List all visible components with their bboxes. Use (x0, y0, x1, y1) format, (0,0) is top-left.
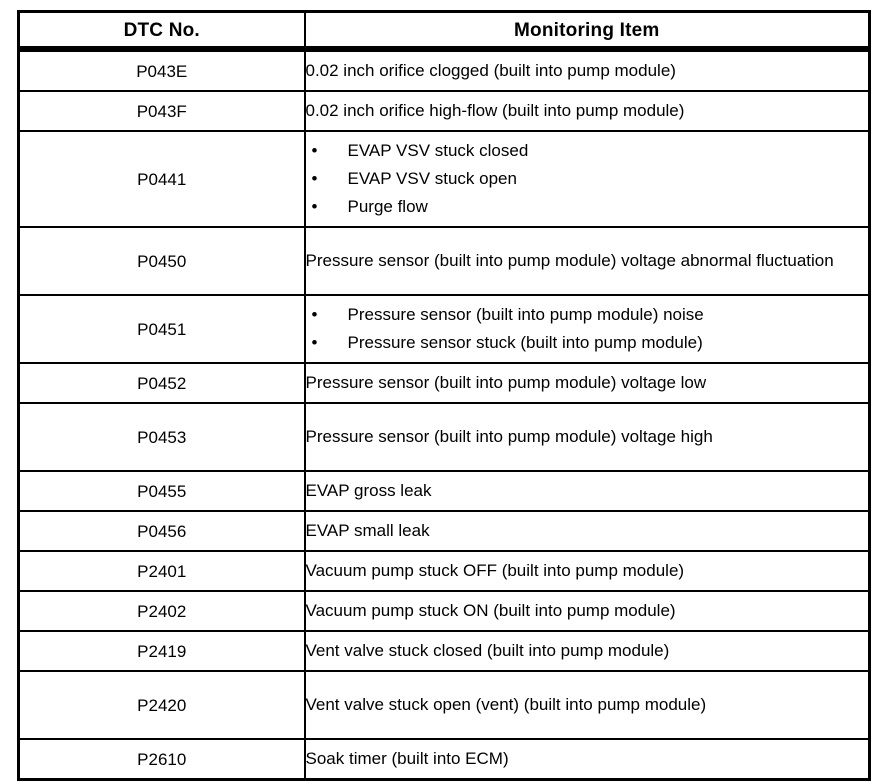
dtc-code: P043F (136, 101, 187, 121)
monitoring-item-text: Pressure sensor (built into pump module)… (305, 373, 707, 392)
cell-monitoring-item: Vacuum pump stuck ON (built into pump mo… (303, 590, 871, 632)
dtc-code: P0450 (137, 251, 187, 271)
dtc-code: P0455 (137, 481, 187, 501)
bullet-dot-icon: • (311, 169, 318, 188)
column-header-monitoring-item-label: Monitoring Item (514, 20, 660, 41)
page-root: DTC No. Monitoring Item P043E 0.02 inch o… (17, 10, 871, 781)
table-row: P0455 EVAP gross leak (17, 470, 871, 512)
table-row: P2419 Vent valve stuck closed (built into… (17, 630, 871, 672)
monitoring-item-bullet: • Pressure sensor stuck (built into pump … (306, 329, 869, 357)
table-row: P0451 • Pressure sensor (built into pump m… (17, 294, 871, 364)
cell-dtc-no: P0441 (17, 130, 306, 228)
table-row: P2401 Vacuum pump stuck OFF (built into p… (17, 550, 871, 592)
dtc-monitoring-table: DTC No. Monitoring Item P043E 0.02 inch o… (17, 10, 871, 781)
cell-monitoring-item: EVAP small leak (303, 510, 871, 552)
monitoring-item-bullet-list: • Pressure sensor (built into pump module… (306, 296, 869, 362)
cell-dtc-no: P0453 (17, 402, 306, 472)
header-row: DTC No. Monitoring Item (17, 10, 871, 52)
table-row: P043F 0.02 inch orifice high-flow (built … (17, 90, 871, 132)
cell-monitoring-item: • Pressure sensor (built into pump module… (303, 294, 871, 364)
cell-monitoring-item: EVAP gross leak (303, 470, 871, 512)
column-header-dtc-no: DTC No. (17, 10, 306, 52)
monitoring-item-text: EVAP small leak (305, 521, 430, 540)
monitoring-item-bullet-text: EVAP VSV stuck open (347, 169, 517, 188)
dtc-code: P2420 (137, 695, 187, 715)
dtc-code: P043E (136, 61, 188, 81)
dtc-code: P0451 (137, 319, 187, 339)
monitoring-item-bullet-text: Purge flow (347, 197, 428, 216)
dtc-code: P0452 (137, 373, 187, 393)
table-row: P0441 • EVAP VSV stuck closed • EVAP VSV stu… (17, 130, 871, 228)
table-row: P043E 0.02 inch orifice clogged (built in… (17, 49, 871, 92)
table-header: DTC No. Monitoring Item (17, 10, 871, 52)
cell-dtc-no: P2402 (17, 590, 306, 632)
monitoring-item-text: Vent valve stuck open (vent) (built into… (305, 695, 707, 714)
cell-dtc-no: P2610 (17, 738, 306, 781)
bullet-dot-icon: • (311, 333, 318, 352)
dtc-code: P2419 (137, 641, 187, 661)
monitoring-item-bullet-list: • EVAP VSV stuck closed • EVAP VSV stuck op… (306, 132, 869, 226)
monitoring-item-bullet-text: Pressure sensor stuck (built into pump m… (347, 333, 703, 352)
cell-dtc-no: P0455 (17, 470, 306, 512)
cell-dtc-no: P2401 (17, 550, 306, 592)
monitoring-item-text: Vent valve stuck closed (built into pump… (305, 641, 670, 660)
bullet-dot-icon: • (311, 141, 318, 160)
cell-dtc-no: P0450 (17, 226, 306, 296)
cell-monitoring-item: Pressure sensor (built into pump module)… (303, 402, 871, 472)
cell-monitoring-item: Vent valve stuck open (vent) (built into… (303, 670, 871, 740)
column-header-dtc-no-label: DTC No. (123, 20, 200, 41)
table-row: P0450 Pressure sensor (built into pump mo… (17, 226, 871, 296)
column-header-monitoring-item: Monitoring Item (303, 10, 871, 52)
cell-monitoring-item: 0.02 inch orifice high-flow (built into … (303, 90, 871, 132)
bullet-dot-icon: • (311, 305, 318, 324)
dtc-code: P2401 (137, 561, 187, 581)
monitoring-item-bullet: • EVAP VSV stuck closed (306, 137, 869, 165)
cell-dtc-no: P043F (17, 90, 306, 132)
monitoring-item-bullet: • Purge flow (306, 193, 869, 221)
cell-dtc-no: P2419 (17, 630, 306, 672)
cell-dtc-no: P043E (17, 49, 306, 92)
cell-dtc-no: P0452 (17, 362, 306, 404)
table-row: P2420 Vent valve stuck open (vent) (built… (17, 670, 871, 740)
monitoring-item-text: 0.02 inch orifice clogged (built into pu… (305, 61, 676, 80)
dtc-code: P0456 (137, 521, 187, 541)
monitoring-item-text: Soak timer (built into ECM) (305, 749, 509, 768)
monitoring-item-text: 0.02 inch orifice high-flow (built into … (305, 101, 685, 120)
monitoring-item-bullet: • EVAP VSV stuck open (306, 165, 869, 193)
table-row: P0452 Pressure sensor (built into pump mo… (17, 362, 871, 404)
dtc-code: P2610 (137, 749, 187, 769)
monitoring-item-text: Pressure sensor (built into pump module)… (305, 251, 834, 270)
dtc-code: P2402 (137, 601, 187, 621)
monitoring-item-text: Pressure sensor (built into pump module)… (305, 427, 713, 446)
table-row: P0456 EVAP small leak (17, 510, 871, 552)
cell-dtc-no: P2420 (17, 670, 306, 740)
dtc-code: P0453 (137, 427, 187, 447)
cell-monitoring-item: • EVAP VSV stuck closed • EVAP VSV stuck op… (303, 130, 871, 228)
monitoring-item-bullet-text: EVAP VSV stuck closed (347, 141, 529, 160)
monitoring-item-bullet: • Pressure sensor (built into pump module… (306, 301, 869, 329)
monitoring-item-text: Vacuum pump stuck OFF (built into pump m… (305, 561, 685, 580)
table-row: P0453 Pressure sensor (built into pump mo… (17, 402, 871, 472)
cell-monitoring-item: Soak timer (built into ECM) (303, 738, 871, 781)
table-row: P2402 Vacuum pump stuck ON (built into pu… (17, 590, 871, 632)
monitoring-item-text: EVAP gross leak (305, 481, 432, 500)
cell-monitoring-item: Pressure sensor (built into pump module)… (303, 226, 871, 296)
cell-monitoring-item: Vent valve stuck closed (built into pump… (303, 630, 871, 672)
table-body: P043E 0.02 inch orifice clogged (built in… (17, 49, 871, 781)
cell-monitoring-item: Vacuum pump stuck OFF (built into pump m… (303, 550, 871, 592)
cell-monitoring-item: Pressure sensor (built into pump module)… (303, 362, 871, 404)
dtc-code: P0441 (137, 169, 187, 189)
table-row: P2610 Soak timer (built into ECM) (17, 738, 871, 781)
bullet-dot-icon: • (311, 197, 318, 216)
cell-dtc-no: P0456 (17, 510, 306, 552)
cell-monitoring-item: 0.02 inch orifice clogged (built into pu… (303, 49, 871, 92)
monitoring-item-bullet-text: Pressure sensor (built into pump module)… (347, 305, 704, 324)
monitoring-item-text: Vacuum pump stuck ON (built into pump mo… (305, 601, 676, 620)
cell-dtc-no: P0451 (17, 294, 306, 364)
